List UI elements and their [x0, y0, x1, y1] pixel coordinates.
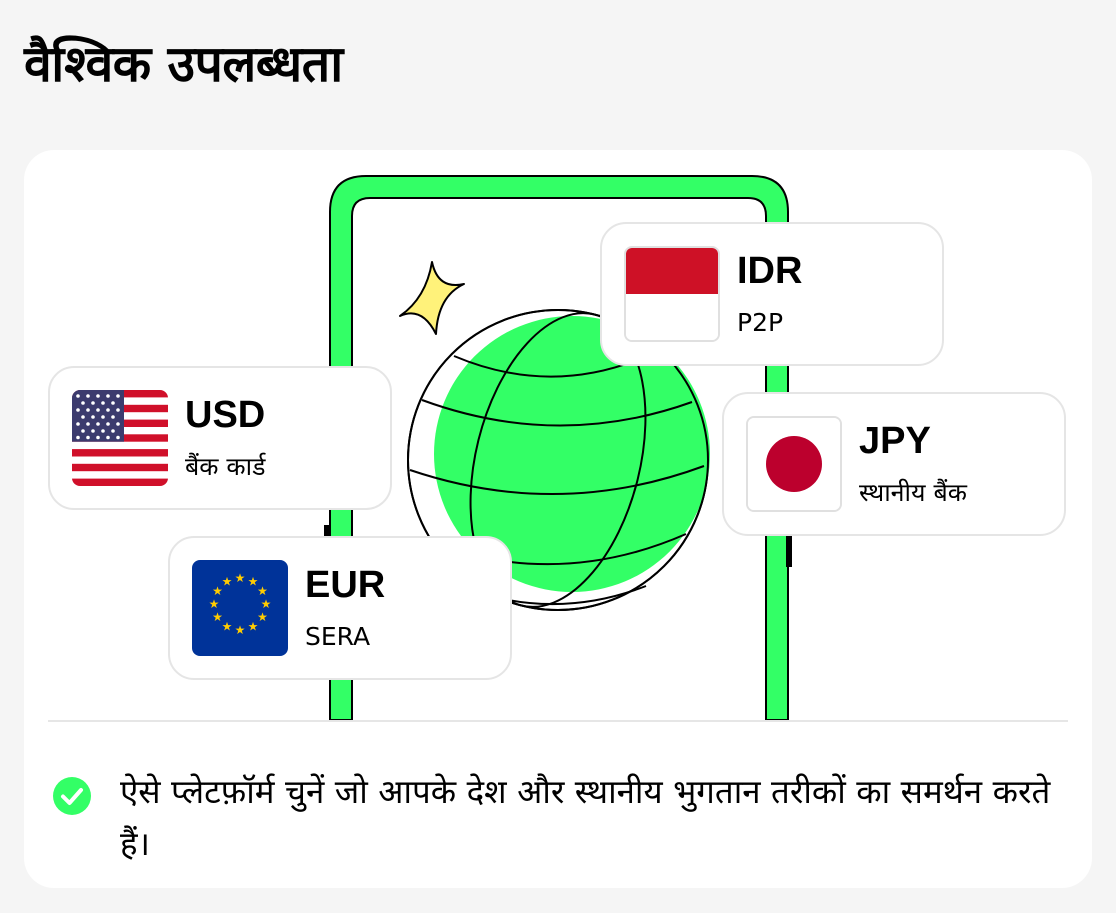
payment-method: बैंक कार्ड — [185, 452, 266, 481]
svg-text:★: ★ — [235, 623, 246, 637]
globe-icon — [407, 309, 710, 611]
svg-text:★: ★ — [261, 597, 272, 611]
japan-flag-icon — [746, 416, 842, 512]
currency-chip-eur: ★ ★ ★ ★ ★ ★ ★ ★ ★ ★ ★ ★ EUR SERA — [168, 536, 512, 680]
globe-phone-illustration — [324, 175, 792, 720]
currency-code: IDR — [737, 250, 803, 292]
check-circle-icon — [53, 777, 91, 815]
indonesia-flag-icon — [624, 246, 720, 342]
phone-outline — [329, 175, 789, 720]
eu-flag-icon: ★ ★ ★ ★ ★ ★ ★ ★ ★ ★ ★ ★ — [192, 560, 288, 656]
footer-text: ऐसे प्लेटफ़ॉर्म चुनें जो आपके देश और स्थ… — [120, 772, 1051, 863]
us-flag-icon — [72, 390, 168, 486]
svg-text:★: ★ — [257, 584, 268, 598]
currency-code: EUR — [305, 564, 386, 606]
currency-chip-usd: USD बैंक कार्ड — [48, 366, 392, 510]
currency-code: USD — [185, 394, 266, 436]
currency-code: JPY — [859, 420, 931, 462]
sparkle-icon — [399, 261, 465, 335]
svg-text:★: ★ — [212, 610, 223, 624]
page-title: वैश्विक उपलब्धता — [24, 35, 343, 93]
svg-text:★: ★ — [222, 620, 233, 634]
currency-chip-idr: IDR P2P — [600, 222, 944, 366]
divider — [48, 720, 1068, 722]
payment-method: स्थानीय बैंक — [859, 478, 967, 507]
svg-text:★: ★ — [248, 620, 259, 634]
svg-text:★: ★ — [222, 575, 233, 589]
svg-text:★: ★ — [235, 571, 246, 585]
currency-chip-jpy: JPY स्थानीय बैंक — [722, 392, 1066, 536]
svg-text:★: ★ — [212, 584, 223, 598]
payment-method: SERA — [305, 622, 371, 651]
svg-text:★: ★ — [257, 610, 268, 624]
availability-card: USD बैंक कार्ड IDR P2P JPY स्थानीय बैंक — [24, 150, 1092, 888]
svg-text:★: ★ — [248, 575, 259, 589]
payment-method: P2P — [737, 308, 784, 337]
svg-text:★: ★ — [209, 597, 220, 611]
